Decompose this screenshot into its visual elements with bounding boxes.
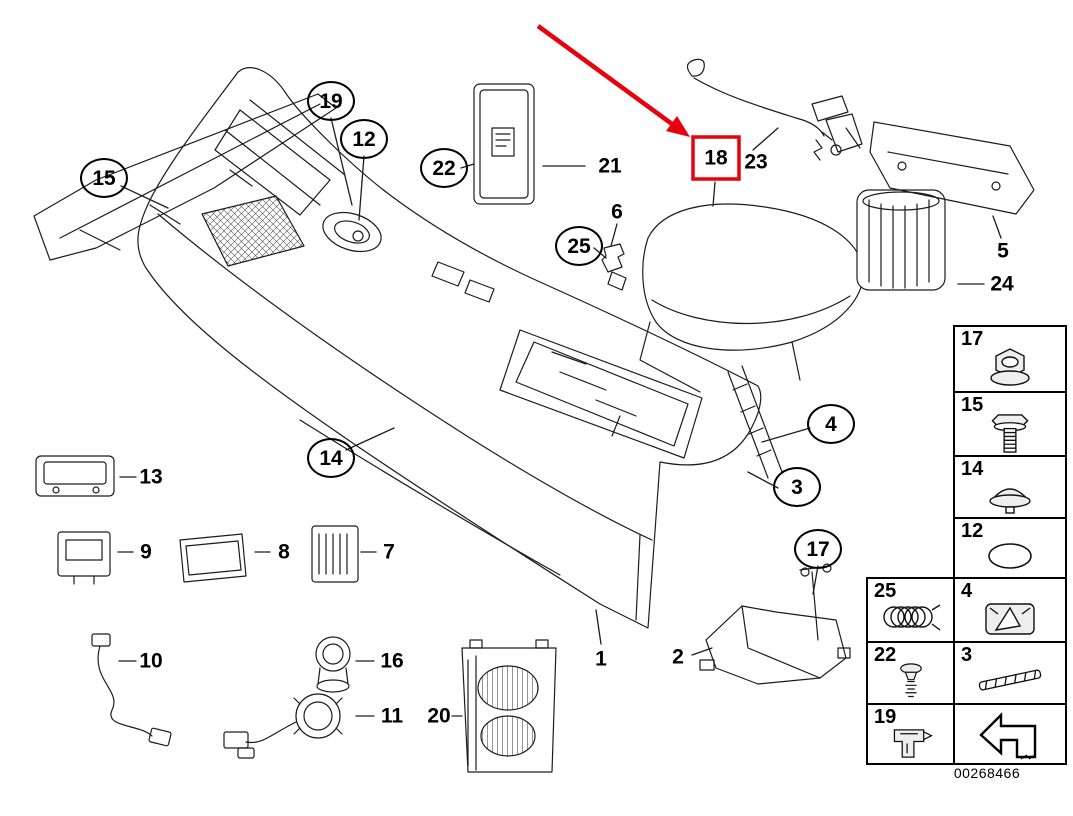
legend-cell-22: 22 [866, 641, 955, 705]
callout-17: 17 [794, 529, 842, 569]
armrest-sketch [639, 203, 864, 393]
callout-5: 5 [997, 239, 1009, 263]
callout-15: 15 [80, 158, 128, 198]
callout-25: 25 [555, 226, 603, 266]
flange-nut-icon [990, 348, 1030, 386]
small-clips-sketch [601, 243, 627, 291]
legend-cell-15: 15 [953, 391, 1067, 457]
switch-parts-sketch [35, 455, 359, 585]
legend-cell-4: 4 [953, 577, 1067, 643]
callout-6: 6 [611, 200, 623, 224]
callout-14: 14 [307, 438, 355, 478]
doc-number: 00268466 [953, 765, 1021, 781]
legend-cell-3: 3 [953, 641, 1067, 705]
callout-7: 7 [383, 540, 395, 564]
grommet-icon [989, 488, 1031, 514]
callout-18-highlighted: 18 [704, 146, 728, 170]
storage-box-sketch [856, 189, 946, 291]
callout-9: 9 [140, 540, 152, 564]
hex-bolt-icon [991, 414, 1029, 453]
highlight-arrow [536, 24, 690, 137]
legend-cell-12: 12 [953, 517, 1067, 579]
callout-22: 22 [420, 148, 468, 188]
legend-label-17: 17 [961, 328, 984, 350]
spring-icon [882, 604, 940, 631]
callout-24: 24 [990, 272, 1014, 296]
wire-harness-sketch [91, 633, 172, 747]
callout-16: 16 [380, 649, 404, 673]
legend-label-25: 25 [874, 580, 897, 602]
callout-11: 11 [380, 704, 404, 728]
callout-8: 8 [278, 540, 290, 564]
retainer-clip-icon [893, 729, 933, 758]
callout-20: 20 [427, 704, 451, 728]
rod-icon [978, 669, 1042, 691]
cupholder-sketch [461, 639, 557, 773]
cable-latch-sketch [686, 58, 863, 161]
console-body-sketch [137, 67, 783, 629]
housing-icon [985, 603, 1035, 635]
highlight-box [691, 135, 741, 181]
rear-tray-sketch [869, 121, 1035, 215]
legend-label-3: 3 [961, 644, 973, 666]
callout-19: 19 [307, 81, 355, 121]
legend-label-14: 14 [961, 458, 984, 480]
legend-label-15: 15 [961, 394, 984, 416]
legend-cell-arrow [953, 703, 1067, 765]
callout-1: 1 [595, 647, 607, 671]
push-clip-icon [899, 663, 922, 698]
bracket-sketch [699, 563, 851, 685]
legend-label-12: 12 [961, 520, 984, 542]
legend-label-22: 22 [874, 644, 897, 666]
legend-label-19: 19 [874, 706, 897, 728]
legend-cell-17: 17 [953, 325, 1067, 393]
callout-13: 13 [139, 465, 163, 489]
legend-label-4: 4 [961, 580, 973, 602]
callout-4: 4 [807, 404, 855, 444]
lighter-socket-sketch [223, 636, 351, 759]
direction-arrow-icon [979, 712, 1037, 760]
callout-10: 10 [139, 649, 163, 673]
blanking-cover-icon [988, 543, 1032, 569]
callout-2: 2 [672, 645, 684, 669]
callout-21: 21 [598, 154, 622, 178]
callout-3: 3 [773, 467, 821, 507]
legend-cell-14: 14 [953, 455, 1067, 519]
insulation-pad-sketch [473, 83, 535, 205]
callout-23: 23 [744, 150, 768, 174]
legend-cell-25: 25 [866, 577, 955, 643]
callout-12: 12 [340, 119, 388, 159]
legend-cell-19: 19 [866, 703, 955, 765]
side-trim-sketch [33, 93, 337, 261]
